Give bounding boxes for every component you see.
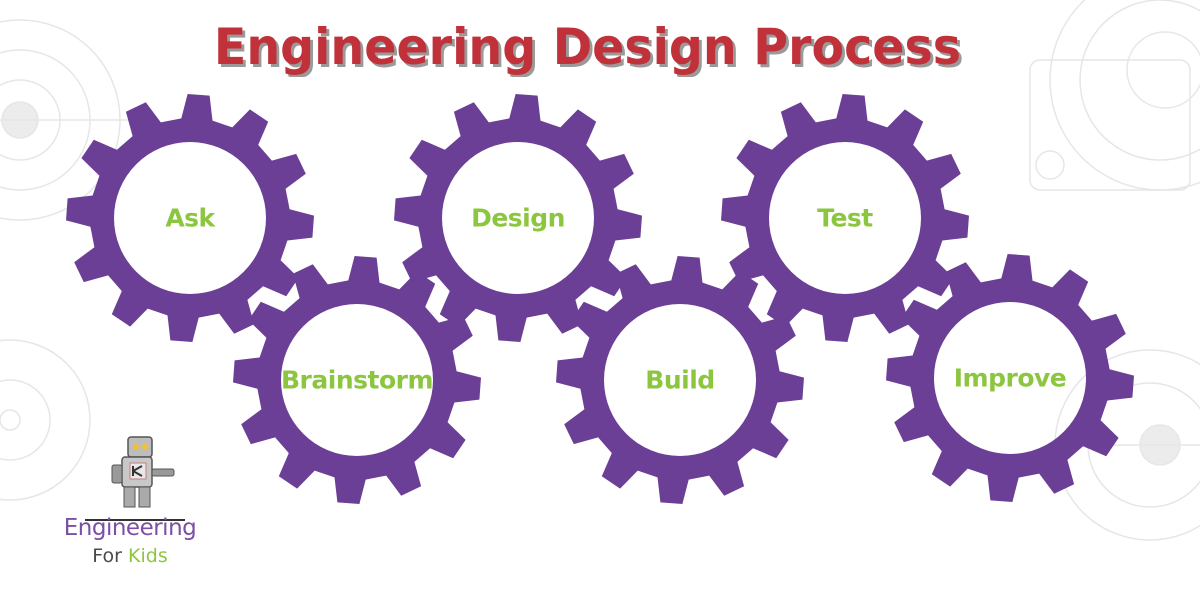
- page-title: Engineering Design Process: [213, 18, 962, 76]
- gear-label-brainstorm: Brainstorm: [280, 365, 434, 395]
- robot-icon: [111, 436, 175, 508]
- gear-label-ask: Ask: [165, 203, 215, 233]
- gear-icon: [556, 256, 804, 504]
- gear-label-design: Design: [471, 203, 565, 233]
- gear-label-build: Build: [645, 365, 715, 395]
- gear-icon: [886, 254, 1134, 502]
- logo-divider: [85, 519, 185, 521]
- engineering-for-kids-logo: Engineering For Kids: [55, 435, 215, 575]
- gear-icon: [66, 94, 314, 342]
- gear-icon: [721, 94, 969, 342]
- gear-icon: [394, 94, 642, 342]
- gear-label-test: Test: [817, 203, 873, 233]
- logo-text-for-kids: For Kids: [92, 545, 168, 567]
- gear-icon: [233, 256, 481, 504]
- logo-text-engineering: Engineering: [63, 515, 197, 541]
- gear-label-improve: Improve: [953, 363, 1067, 393]
